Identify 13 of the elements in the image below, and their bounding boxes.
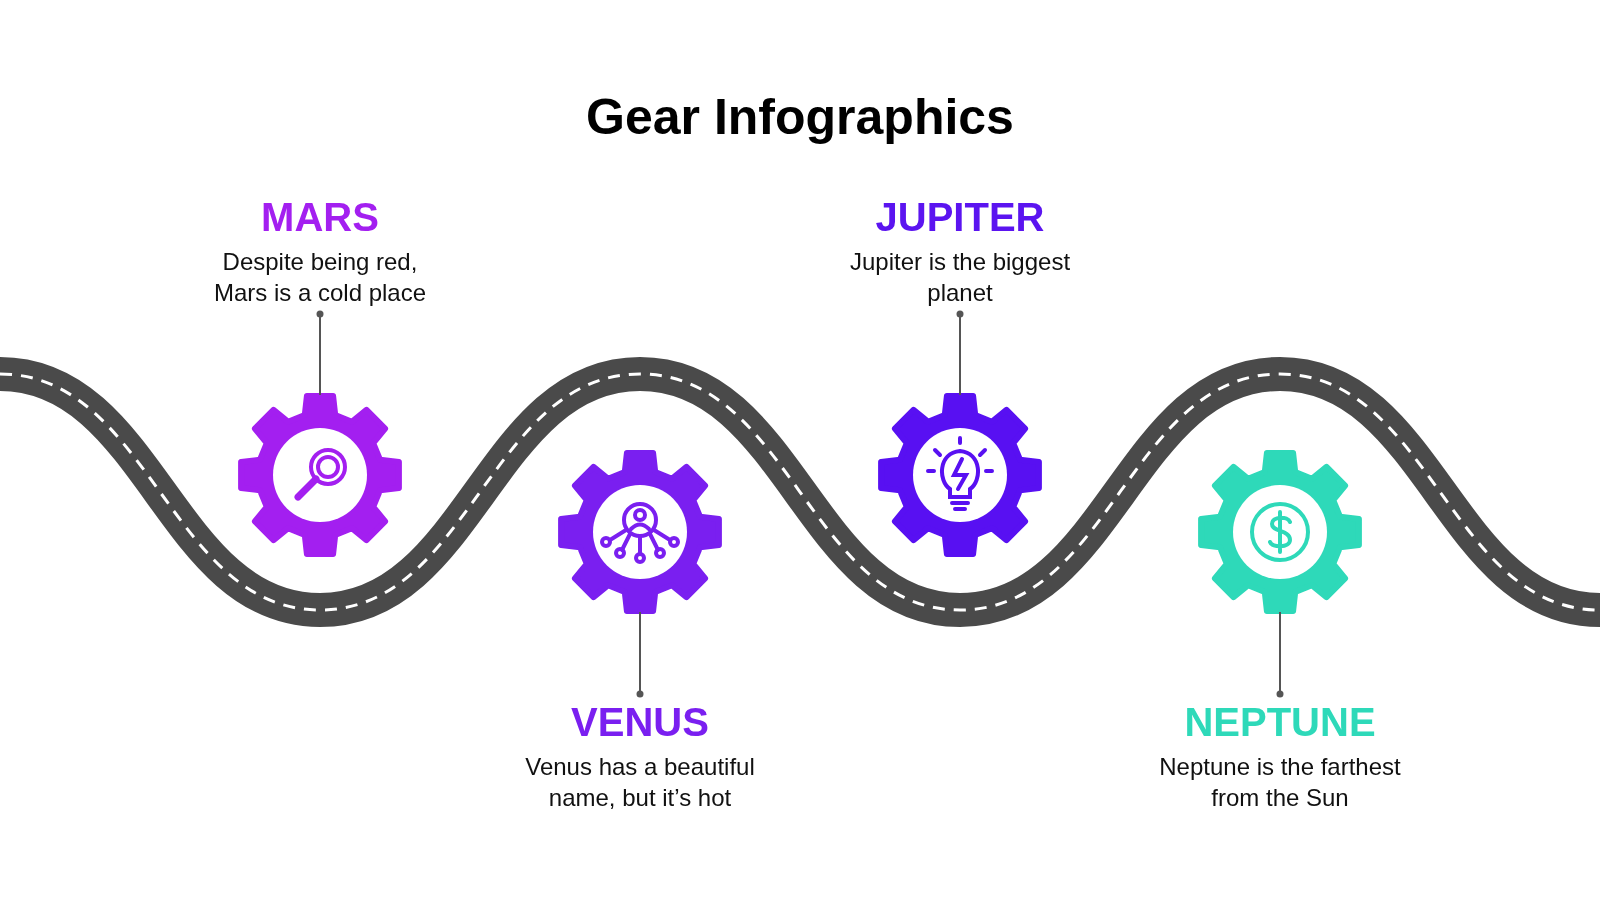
leader-line — [316, 310, 324, 396]
heading: VENUS — [571, 700, 709, 745]
leader-line — [636, 611, 644, 698]
leader-line — [956, 310, 964, 396]
heading: JUPITER — [875, 195, 1045, 240]
description: Neptune is the farthest from the Sun — [1158, 752, 1402, 813]
heading: MARS — [261, 195, 379, 240]
leader-line — [1276, 611, 1284, 698]
title: Gear Infographics — [585, 88, 1015, 146]
heading: NEPTUNE — [1184, 700, 1376, 745]
description: Despite being red, Mars is a cold place — [212, 247, 428, 308]
description: Jupiter is the biggest planet — [848, 247, 1072, 308]
description: Venus has a beautiful name, but it’s hot — [524, 752, 756, 813]
